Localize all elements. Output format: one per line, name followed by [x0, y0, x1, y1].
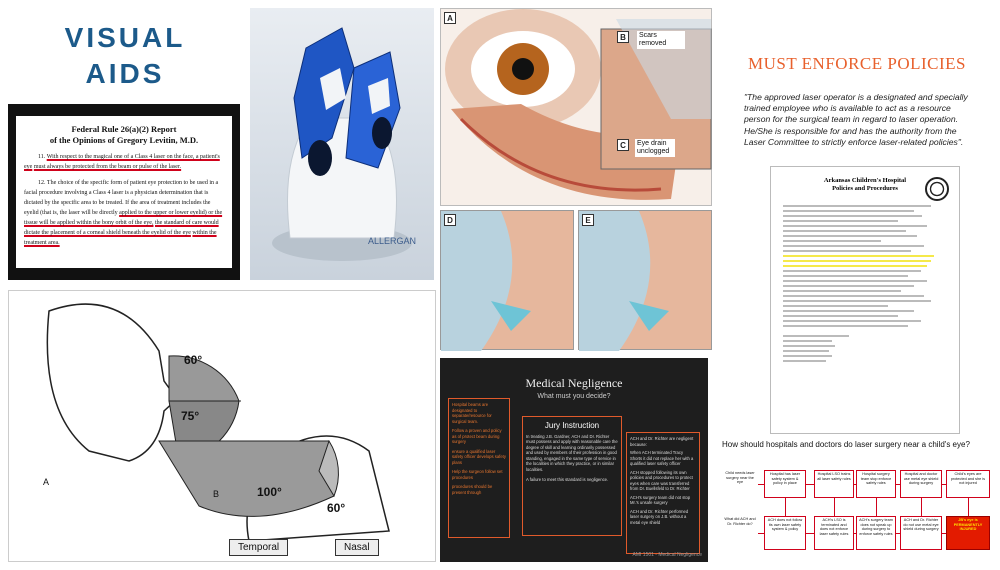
jury-title: Jury Instruction [544, 421, 600, 430]
negligence-footer: AMI 1501 - Medical Negligence [632, 552, 702, 558]
title-line-1: VISUAL [64, 22, 186, 53]
flow-bottom-connector-3 [854, 533, 856, 534]
label-e: E [582, 214, 594, 226]
policy-text-lines [783, 205, 947, 362]
negligence-subtitle: What must you decide? [537, 393, 611, 400]
flow-top-box-5: Hospital and doctor use metal eye shield… [900, 470, 942, 498]
angle-60-bottom: 60° [327, 501, 346, 515]
flow-top-connector-2 [806, 484, 814, 485]
policy-doc-title-1: Arkansas Children's Hospital [823, 177, 907, 184]
flow-bottom-box-4: ACH's surgery team does not speak up dur… [856, 516, 896, 550]
flow-top-box-4: Hospital surgery team stop enforce safet… [856, 470, 896, 498]
flow-bottom-box-5: ACH and Dr. Richter do not use metal eye… [900, 516, 942, 550]
flow-bottom-box-2: ACH does not follow its own laser safety… [764, 516, 806, 550]
flowchart-question: How should hospitals and doctors do lase… [722, 440, 970, 449]
eye-panel-d: D [440, 210, 574, 351]
eye-panel-a: A B Scars removed C Eye drain unclogged [440, 8, 712, 206]
doc-heading-1: Federal Rule 26(a)(2) Report [71, 124, 177, 134]
nasal-arrow: Nasal [335, 539, 379, 556]
jury-instruction-box: Jury Instruction In treating J.B. Gardne… [522, 416, 622, 536]
policy-heading: MUST ENFORCE POLICIES [748, 54, 966, 73]
flow-top-box-1: Child needs laser surgery near the eye [722, 470, 758, 498]
policy-document: Arkansas Children's Hospital Policies an… [770, 166, 960, 434]
paragraph-11: 11. With respect to the magical one of a… [24, 154, 220, 170]
label-b: B [617, 31, 629, 43]
flow-bottom-connector-2 [806, 533, 814, 534]
title-line-2: AIDS [85, 58, 165, 89]
temporal-arrow: Temporal [229, 539, 289, 556]
policy-quote: "The approved laser operator is a design… [744, 92, 968, 147]
flow-bottom-connector-5 [942, 533, 946, 534]
flow-vertical-arrow-3 [876, 498, 877, 516]
figure-label-b: B [213, 489, 220, 499]
angle-100: 100° [257, 485, 282, 499]
flow-vertical-arrow-1 [785, 498, 786, 516]
flow-top-box-2: Hospital has laser safety system & polic… [764, 470, 806, 498]
right-box: ACH and Dr. Richter are negligent becaus… [626, 432, 700, 554]
angle-75: 75° [181, 409, 200, 423]
brand-label: ALLERGAN [368, 236, 416, 246]
policy-panel: MUST ENFORCE POLICIES "The approved lase… [722, 8, 992, 438]
eye-anatomy-illustration: A B Scars removed C Eye drain unclogged … [440, 8, 712, 351]
visual-field-diagram: 60° 75° 100° 60° A B Temporal Nasal [8, 290, 436, 562]
flow-top-connector-1 [758, 484, 764, 485]
shield-illustration: ALLERGAN [272, 27, 416, 261]
flow-top-box-6: Child's eyes are protected and she is no… [946, 470, 990, 498]
hospital-seal-icon [925, 177, 949, 201]
label-a: A [444, 12, 456, 24]
callout-drain: Eye drain unclogged [635, 139, 675, 157]
doc-heading-2: of the Opinions of Gregory Levitin, M.D. [49, 135, 199, 145]
flow-top-connector-3 [854, 484, 856, 485]
flow-vertical-arrow-2 [834, 498, 835, 516]
flow-top-connector-5 [942, 484, 946, 485]
figure-label-a: A [43, 477, 50, 487]
left-box: Hospital beams are designated to separat… [448, 398, 510, 538]
slide-title: VISUAL AIDS [40, 20, 210, 92]
flow-bottom-connector-1 [758, 533, 764, 534]
federal-rule-document: Federal Rule 26(a)(2) Report of the Opin… [8, 104, 240, 280]
paragraph-12: 12. The choice of the specific form of p… [24, 180, 223, 246]
eye-shield-photo: ALLERGAN [250, 8, 434, 280]
eye-panel-e: E [578, 210, 712, 351]
flow-vertical-arrow-4 [921, 498, 922, 516]
label-c: C [617, 139, 629, 151]
flow-bottom-box-3: ACH's LSO is terminated and does not enf… [814, 516, 854, 550]
label-d: D [444, 214, 456, 226]
negligence-title: Medical Negligence [525, 376, 623, 390]
flow-top-connector-4 [896, 484, 900, 485]
flow-bottom-connector-4 [896, 533, 900, 534]
angle-60-top: 60° [184, 353, 203, 367]
flow-top-box-3: Hospital LSO trains all laser safety rul… [814, 470, 854, 498]
callout-scars: Scars removed [637, 31, 685, 49]
policy-doc-title-2: Policies and Procedures [832, 185, 898, 192]
negligence-slide: Medical Negligence What must you decide?… [440, 358, 708, 562]
flow-bottom-box-6: JB's eye is PERMANENTLY INJURED [946, 516, 990, 550]
laser-surgery-flowchart: How should hospitals and doctors do lase… [722, 440, 992, 564]
flow-bottom-box-1: What did ACH and Dr. Richter do? [722, 516, 758, 550]
flow-vertical-arrow-5 [968, 498, 969, 516]
